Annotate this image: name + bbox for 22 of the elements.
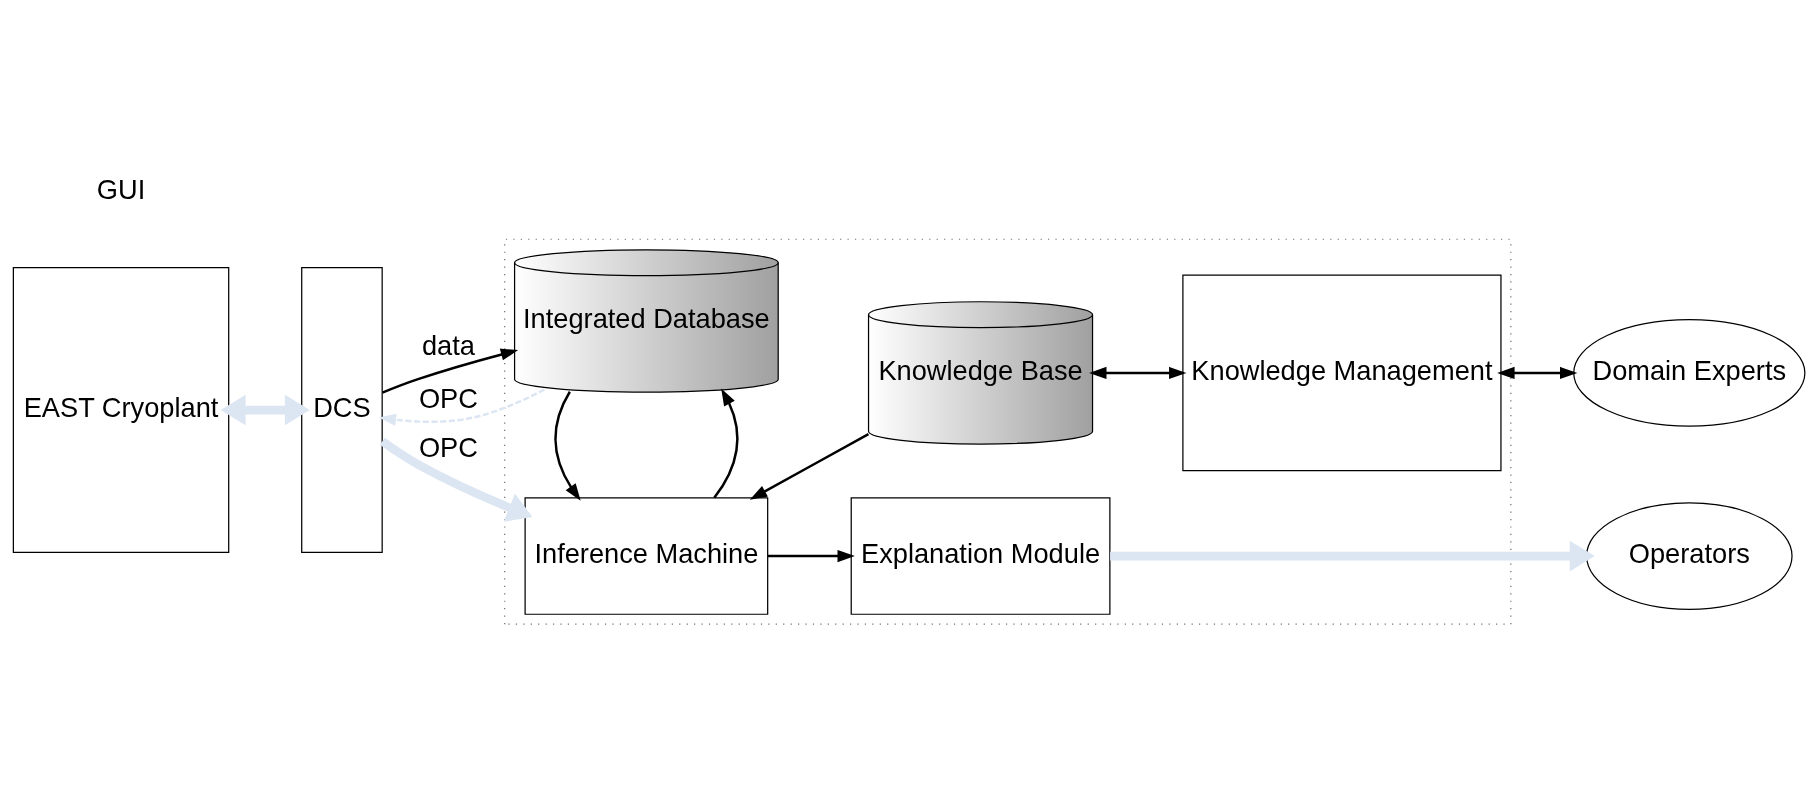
arrow <box>554 390 581 501</box>
arrow <box>381 348 519 394</box>
node-box: Inference Machine <box>524 496 769 615</box>
arrow <box>767 549 855 562</box>
node-box: Knowledge Management <box>1182 274 1502 471</box>
edge-label: OPC <box>418 382 478 414</box>
arrow <box>220 394 310 425</box>
edge-label: OPC <box>418 431 478 463</box>
arrow <box>749 432 870 500</box>
arrow <box>713 387 739 498</box>
arrow <box>378 387 546 426</box>
node-box: DCS <box>301 266 383 553</box>
arrow <box>379 437 533 522</box>
node-box: EAST Cryoplant <box>12 266 230 553</box>
arrow <box>1089 366 1187 379</box>
node-box: Explanation Module <box>850 496 1111 615</box>
node-ellipse: Domain Experts <box>1573 318 1806 427</box>
arrow <box>1110 540 1595 571</box>
edge-label: data <box>421 329 475 361</box>
node-ellipse: Operators <box>1585 501 1793 610</box>
arrow <box>1497 366 1578 379</box>
label: GUI <box>96 173 146 205</box>
